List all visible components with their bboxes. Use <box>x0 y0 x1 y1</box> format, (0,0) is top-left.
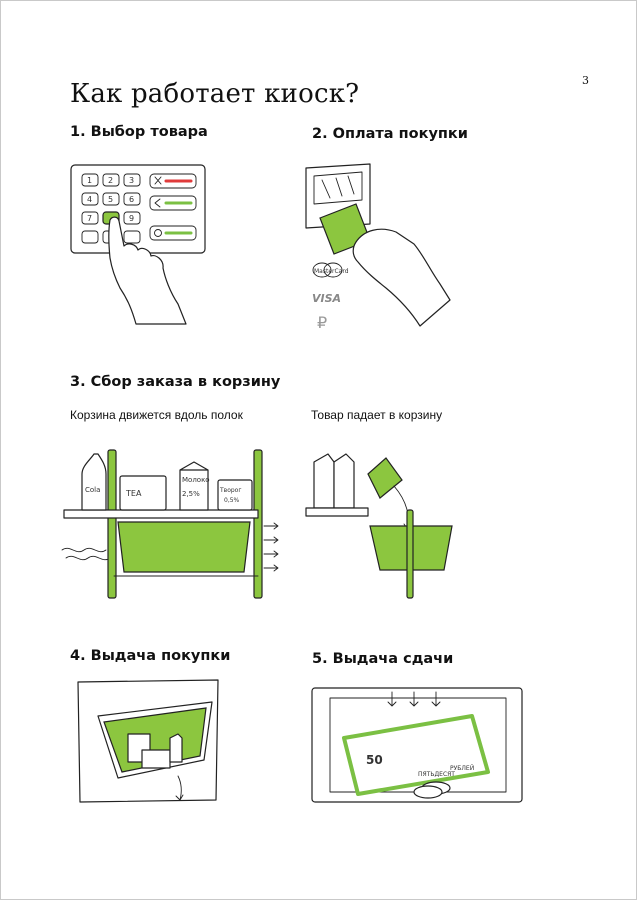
falling-carton-icon <box>367 457 403 499</box>
arrow-down-icon <box>175 775 184 801</box>
shelf <box>63 509 259 519</box>
basket-moving-illustration: Cola TEA Молоко 2,5% Творог 0,5% <box>61 449 279 599</box>
juice-carton-icon <box>333 453 355 509</box>
basket-icon <box>117 521 251 573</box>
cottage-cheese-icon <box>217 479 253 511</box>
svg-text:MasterCard: MasterCard <box>314 268 349 275</box>
svg-text:1: 1 <box>87 176 92 185</box>
payment-illustration: MasterCard VISA ₽ <box>305 163 451 332</box>
svg-text:2,5%: 2,5% <box>182 490 200 498</box>
svg-text:9: 9 <box>129 214 134 223</box>
bottle-icon <box>169 733 183 763</box>
arrow-down-icon <box>387 691 441 707</box>
hand-with-card-icon <box>352 228 451 327</box>
svg-text:₽: ₽ <box>317 313 327 332</box>
product-pack-icon <box>141 749 171 769</box>
step-1-title: 1. Выбор товара <box>70 124 208 140</box>
rail <box>406 509 414 599</box>
change-output-illustration: 50 ПЯТЬДЕСЯТ РУБЛЕЙ <box>311 687 523 803</box>
shelf <box>305 507 369 517</box>
cola-bottle-icon <box>81 453 107 511</box>
svg-text:Молоко: Молоко <box>182 476 210 484</box>
svg-text:РУБЛЕЙ: РУБЛЕЙ <box>450 765 474 772</box>
svg-text:50: 50 <box>366 753 383 767</box>
svg-text:Творог: Творог <box>219 487 242 494</box>
item-drop-illustration <box>305 453 453 599</box>
keypad-illustration: 1 2 3 4 5 6 7 9 0 <box>70 164 206 325</box>
step-4-title: 4. Выдача покупки <box>70 648 231 664</box>
svg-text:TEA: TEA <box>125 489 142 498</box>
svg-text:ПЯТЬДЕСЯТ: ПЯТЬДЕСЯТ <box>418 771 455 778</box>
pointing-hand-icon <box>108 216 187 325</box>
step-5-title: 5. Выдача сдачи <box>312 651 454 667</box>
svg-text:5: 5 <box>108 195 113 204</box>
step-3-caption-drop: Товар падает в корзину <box>311 408 443 422</box>
pickup-window-illustration <box>77 679 219 803</box>
page-title: Как работает киоск? <box>70 79 360 110</box>
svg-text:Cola: Cola <box>85 486 100 494</box>
page-number: 3 <box>582 74 589 87</box>
payment-logos: MasterCard VISA ₽ <box>312 262 349 332</box>
svg-text:2: 2 <box>108 176 113 185</box>
rail-right <box>253 449 263 599</box>
step-3-caption-basket: Корзина движется вдоль полок <box>70 408 243 422</box>
step-3-title: 3. Сбор заказа в корзину <box>70 374 281 390</box>
arrow-right-icon <box>263 522 279 572</box>
svg-text:6: 6 <box>129 195 134 204</box>
banknote-icon <box>342 714 490 796</box>
motion-lines <box>61 547 107 553</box>
step-2-title: 2. Оплата покупки <box>312 126 468 142</box>
svg-text:3: 3 <box>129 176 134 185</box>
tea-box-icon <box>119 475 167 511</box>
rail-left <box>107 449 117 599</box>
juice-carton-icon <box>313 453 335 509</box>
svg-text:VISA: VISA <box>312 292 341 305</box>
milk-carton-icon <box>179 461 209 511</box>
svg-text:0,5%: 0,5% <box>224 497 240 504</box>
svg-text:7: 7 <box>87 214 92 223</box>
coin-icon <box>413 785 443 799</box>
svg-text:4: 4 <box>87 195 92 204</box>
